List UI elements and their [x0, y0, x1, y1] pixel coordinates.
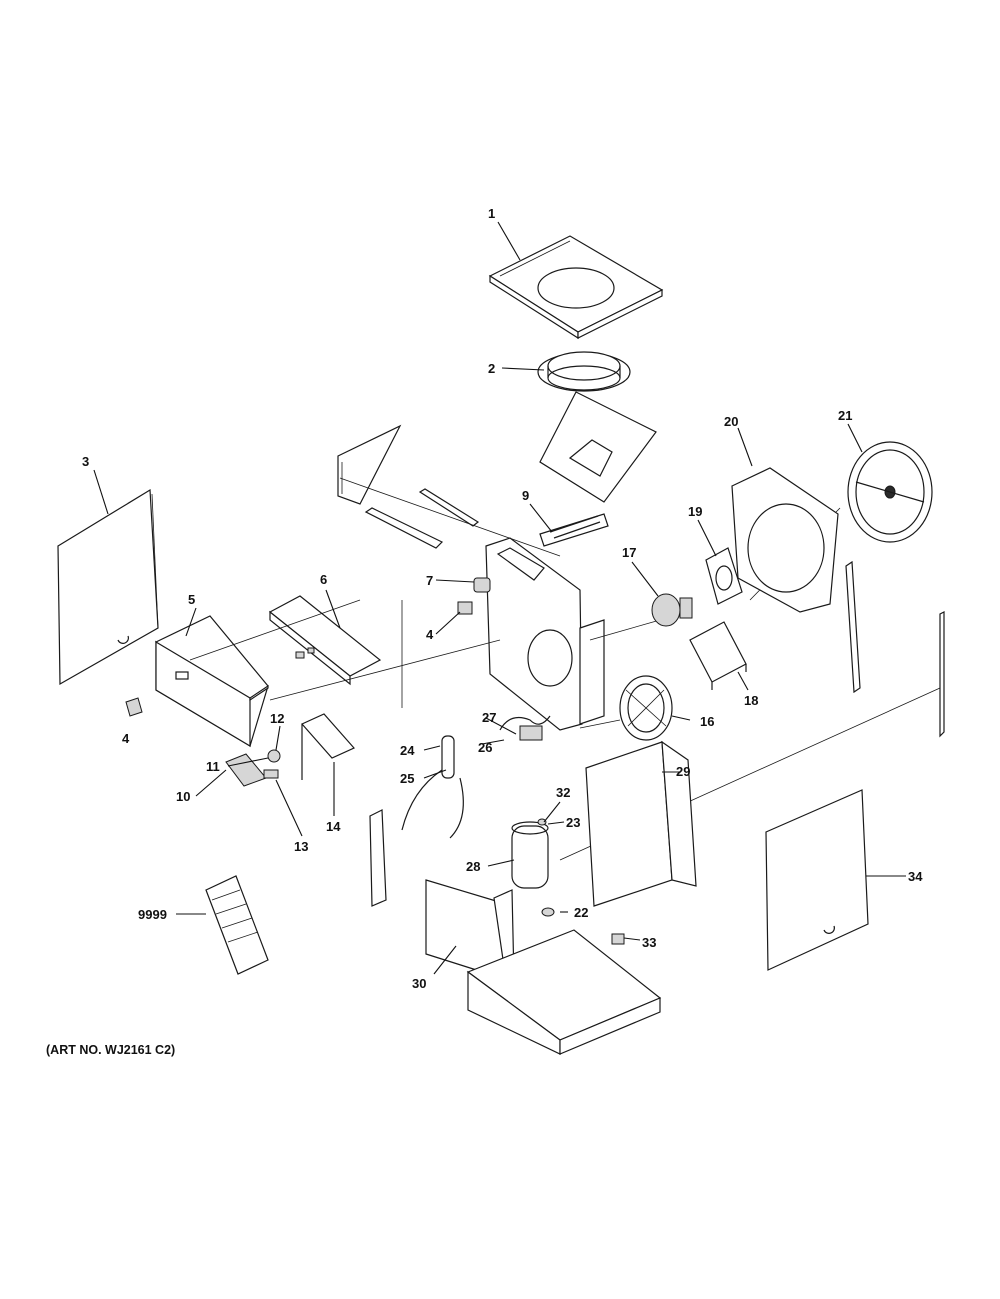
part-bulkhead — [485, 537, 605, 731]
callout-26: 26 — [478, 740, 492, 755]
callout-24: 24 — [400, 743, 415, 758]
callout-13: 13 — [294, 839, 308, 854]
part-overload — [611, 933, 625, 945]
callout-labels: 1 2 3 4 5 6 7 9 10 11 12 13 14 16 17 18 … — [82, 206, 923, 991]
part-left-side-panel — [57, 488, 159, 686]
part-fan-blade — [847, 441, 933, 543]
part-control-bracket — [301, 713, 355, 780]
part-manual — [205, 875, 269, 975]
leader-lines — [93, 221, 906, 975]
callout-22: 22 — [574, 905, 588, 920]
callout-23: 23 — [566, 815, 580, 830]
callout-12: 12 — [270, 711, 284, 726]
part-separator-plate — [369, 809, 387, 907]
callout-4: 4 — [426, 627, 434, 642]
callout-18: 18 — [744, 693, 758, 708]
callout-5: 5 — [188, 592, 195, 607]
callout-34: 34 — [908, 869, 923, 884]
part-valve — [499, 715, 551, 741]
callout-14: 14 — [326, 819, 341, 834]
part-bolt — [537, 818, 547, 826]
part-motor-mount — [705, 547, 743, 605]
callout-3: 3 — [82, 454, 89, 469]
callout-21: 21 — [838, 408, 852, 423]
part-capacitor — [473, 577, 491, 593]
callout-32: 32 — [556, 785, 570, 800]
callout-1: 1 — [488, 206, 495, 221]
art-number: (ART NO. WJ2161 C2) — [46, 1043, 176, 1057]
part-fan-shroud — [731, 467, 839, 613]
callout-4-left: 4 — [122, 731, 130, 746]
part-control-rail — [268, 595, 382, 686]
part-relay — [457, 601, 473, 615]
part-duct-ring — [537, 351, 631, 392]
callout-25: 25 — [400, 771, 414, 786]
callout-10: 10 — [176, 789, 190, 804]
callout-9: 9 — [522, 488, 529, 503]
part-motor-bracket — [689, 621, 747, 690]
part-upper-duct — [539, 391, 657, 503]
part-side-baffle — [337, 424, 402, 505]
callout-27: 27 — [482, 710, 496, 725]
callout-2: 2 — [488, 361, 495, 376]
part-blower-wheel — [619, 675, 673, 741]
callout-33: 33 — [642, 935, 656, 950]
callout-19: 19 — [688, 504, 702, 519]
callout-28: 28 — [466, 859, 480, 874]
part-top-cover — [488, 235, 664, 340]
callout-9999: 9999 — [138, 907, 167, 922]
part-display — [263, 769, 279, 779]
part-side-brackets — [845, 560, 945, 738]
callout-6: 6 — [320, 572, 327, 587]
part-switch-left — [125, 697, 143, 717]
part-grommet — [541, 907, 555, 917]
callout-7: 7 — [426, 573, 433, 588]
part-brackets — [364, 488, 480, 549]
callout-11: 11 — [206, 759, 220, 774]
callout-29: 29 — [676, 764, 690, 779]
part-electronic-board — [225, 753, 267, 787]
part-accumulator — [441, 735, 455, 779]
part-evaporator-coil — [585, 740, 697, 907]
callout-20: 20 — [724, 414, 738, 429]
part-knob — [267, 749, 281, 763]
part-heater — [539, 513, 609, 547]
part-fan-motor — [651, 593, 693, 627]
part-base-pan — [466, 929, 662, 1055]
callout-30: 30 — [412, 976, 426, 991]
callout-17: 17 — [622, 545, 636, 560]
part-control-panel — [155, 615, 269, 748]
callout-16: 16 — [700, 714, 714, 729]
part-back-panel — [765, 789, 869, 971]
part-compressor — [511, 821, 549, 889]
